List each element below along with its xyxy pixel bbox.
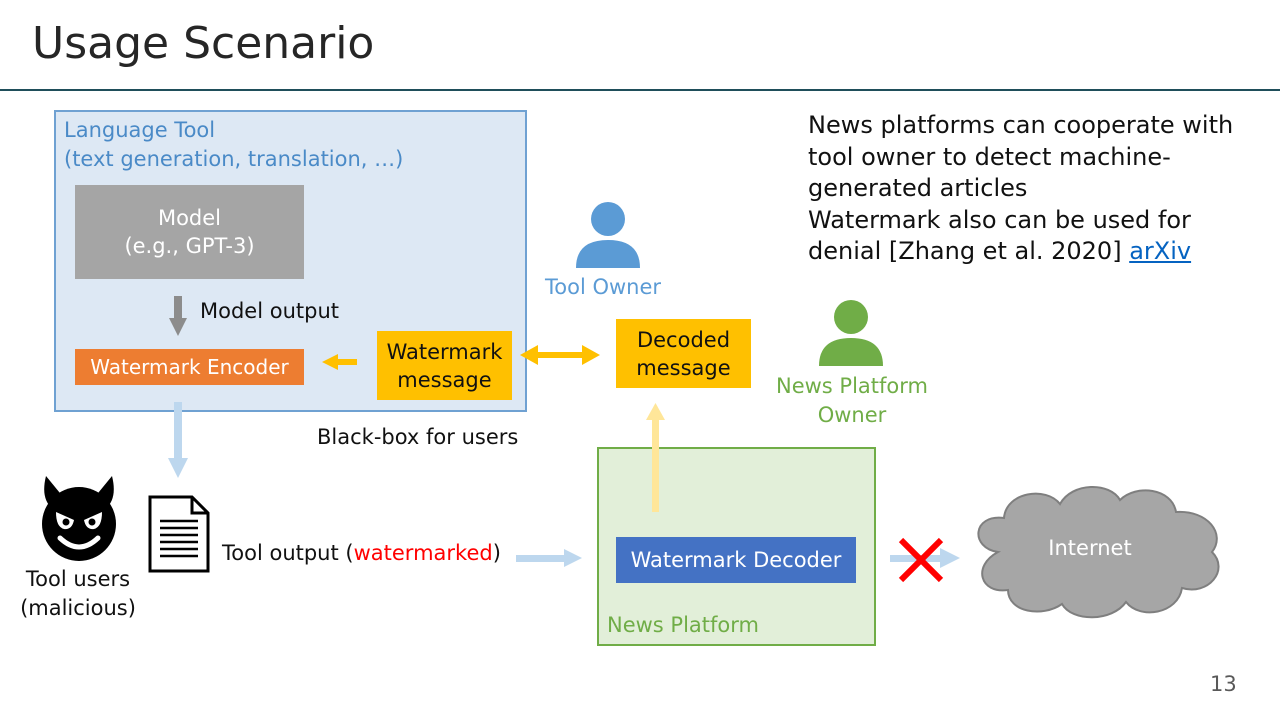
tool-users-line1: Tool users (25, 567, 131, 591)
model-example: (e.g., GPT-3) (124, 234, 255, 258)
internet-cloud-icon (977, 486, 1220, 619)
devil-face-icon (42, 476, 116, 561)
model-label: Model (157, 206, 222, 230)
notes-line-2: tool owner to detect machine- (808, 142, 1171, 171)
tool-output-label: Tool output (watermarked) (222, 541, 501, 565)
message-to-encoder-arrow (322, 354, 357, 370)
language-tool-subtitle: (text generation, translation, …) (64, 147, 404, 171)
decoded-message-line2: message (636, 355, 731, 380)
watermark-message-line1: Watermark (386, 339, 503, 364)
decoded-message-line1: Decoded (636, 327, 731, 352)
title-divider (0, 89, 1280, 91)
news-platform-owner-label: News Platform Owner (774, 372, 930, 430)
tool-owner-person-icon (576, 202, 640, 268)
tool-output-highlight: watermarked (353, 541, 493, 565)
document-icon (148, 495, 210, 573)
tool-owner-label: Tool Owner (545, 275, 662, 299)
watermark-message-box: Watermark message (377, 331, 512, 400)
tool-output-prefix: Tool output ( (222, 541, 354, 565)
news-platform-owner-person-icon (819, 300, 883, 366)
watermark-encoder-box: Watermark Encoder (75, 349, 304, 385)
tool-users-line2: (malicious) (20, 596, 136, 620)
model-output-arrow (169, 296, 187, 336)
notes-citation: denial [Zhang et al. 2020] (808, 237, 1130, 265)
notes-line-5: denial [Zhang et al. 2020] arXiv (808, 236, 1248, 268)
news-platform-owner-line2: Owner (817, 403, 887, 427)
notes-text: News platforms can cooperate with tool o… (808, 110, 1248, 268)
notes-line-1: News platforms can cooperate with (808, 111, 1234, 139)
tool-users-label: Tool users (malicious) (14, 565, 142, 623)
arxiv-link[interactable]: arXiv (1129, 237, 1192, 265)
watermark-message-line2: message (397, 367, 492, 392)
page-number: 13 (1210, 672, 1237, 696)
tool-output-right-arrow (516, 549, 582, 567)
internet-label: Internet (1048, 536, 1132, 560)
tool-output-down-arrow (168, 402, 188, 478)
model-output-label: Model output (200, 299, 339, 323)
language-tool-label: Language Tool (text generation, translat… (64, 116, 403, 174)
notes-line-4: Watermark also can be used for (808, 205, 1191, 234)
language-tool-title: Language Tool (64, 118, 216, 142)
news-platform-label: News Platform (607, 613, 759, 637)
tool-output-suffix: ) (492, 541, 501, 565)
notes-line-3: generated articles (808, 174, 1028, 202)
page-title: Usage Scenario (32, 18, 375, 69)
black-box-label: Black-box for users (317, 425, 519, 449)
cross-icon (898, 537, 944, 583)
watermark-decoder-box: Watermark Decoder (616, 537, 856, 583)
news-platform-owner-line1: News Platform (776, 374, 928, 398)
message-exchange-arrow (520, 345, 600, 365)
decoder-to-message-arrow (646, 403, 665, 512)
model-box: Model (e.g., GPT-3) (75, 185, 304, 279)
decoded-message-box: Decoded message (616, 319, 751, 388)
